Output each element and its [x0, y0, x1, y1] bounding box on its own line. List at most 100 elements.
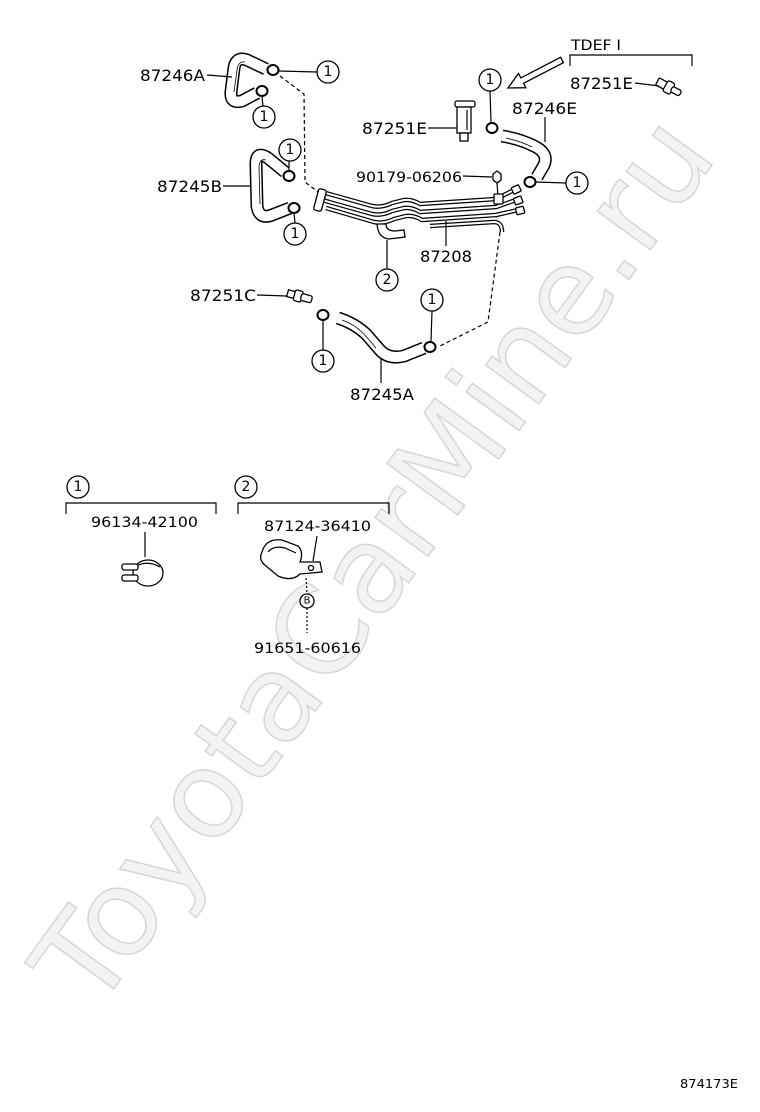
legend-ref-number: 2	[242, 479, 251, 495]
tdef-note: TDEF I	[570, 38, 621, 54]
hose-clamp	[523, 176, 537, 188]
pipe-start-fitting	[313, 188, 327, 212]
pipe-end-fitting	[514, 205, 526, 216]
connector-87251c	[285, 288, 313, 304]
nut-hex	[492, 170, 502, 184]
callout-leader	[278, 70, 318, 73]
legend-group-1: 1 96134-42100	[65, 475, 217, 587]
part-labels: 87246A 87251E 87246E 87251E 87245B 90179…	[140, 66, 633, 404]
pipe-core	[321, 189, 515, 208]
leader-87251e-right	[634, 82, 660, 87]
callout-circle	[565, 171, 589, 195]
hose-highlight	[505, 137, 533, 148]
bolt-leader-upper	[305, 577, 308, 595]
legend-ref-number: 1	[74, 479, 83, 495]
valve-nipple	[459, 132, 469, 142]
legend-bracket	[237, 502, 390, 514]
legend-part-96134-42100[interactable]: 96134-42100	[91, 515, 198, 531]
band-clamp-icon	[121, 559, 164, 587]
label-90179-06206[interactable]: 90179-06206	[356, 170, 462, 186]
hose-clamp	[287, 202, 301, 214]
hose-clamp	[255, 85, 269, 97]
hose-body	[501, 131, 551, 180]
pipe-clamp-bracket	[376, 223, 406, 240]
callout-leader	[430, 310, 433, 342]
hose-clamp	[485, 122, 499, 134]
legend-leader	[312, 535, 318, 562]
callout-leader	[293, 212, 296, 224]
label-87208[interactable]: 87208	[420, 247, 472, 266]
pipe-end-fitting	[510, 184, 522, 195]
hose-highlight	[233, 61, 246, 93]
callout-number: 2	[383, 272, 392, 288]
label-leaders	[206, 74, 660, 383]
band-clamp-body	[132, 559, 164, 587]
callout-circle	[283, 222, 307, 246]
label-87246a[interactable]: 87246A	[140, 66, 205, 85]
leader-87251c	[256, 294, 288, 297]
callout-leader	[261, 96, 264, 107]
pipe-core	[429, 221, 503, 233]
label-87251e-left[interactable]: 87251E	[362, 119, 427, 138]
hose-87246a	[224, 52, 269, 109]
callouts: 1 1 1 1 1 1 1 1	[252, 60, 589, 373]
hose-clamp	[266, 64, 280, 76]
valve-top-flange	[454, 100, 476, 108]
legend-group-2: 2 87124-36410 B 91651-60616	[234, 475, 390, 657]
callout-circle	[311, 349, 335, 373]
strap-clamp-edge	[267, 546, 297, 554]
callout-circle	[420, 288, 444, 312]
hose-highlight	[258, 159, 267, 205]
hose-87245b	[249, 148, 293, 223]
legend-part-87124-36410[interactable]: 87124-36410	[264, 519, 371, 535]
label-87246e[interactable]: 87246E	[512, 99, 577, 118]
hose-clamps	[255, 64, 537, 353]
pipe-core	[321, 199, 517, 216]
valve-87251e-left	[454, 100, 476, 142]
bolt-ref-letter: B	[304, 596, 311, 607]
valve-body	[456, 106, 472, 134]
legend-ref-circle	[234, 475, 258, 499]
hose-clamp	[423, 341, 437, 353]
pipe-end-fitting	[512, 195, 524, 206]
hose-clamp	[282, 170, 296, 182]
watermark-text: ToyotaCarMine.ru	[6, 92, 742, 1032]
connector-87251e-right	[655, 77, 682, 97]
hose-87246e	[500, 129, 552, 181]
callout-1: 1	[278, 138, 302, 162]
callout-number: 1	[286, 142, 295, 158]
callout-1: 1	[311, 349, 335, 373]
strap-clamp-body	[260, 539, 323, 580]
callout-1: 1	[420, 288, 444, 312]
legend-ref-circle	[66, 475, 90, 499]
hose-body	[251, 150, 292, 222]
callout-number: 1	[260, 109, 269, 125]
pipe-assembly-87208	[313, 184, 526, 233]
callout-circle	[252, 105, 276, 129]
callout-circle	[316, 60, 340, 84]
callout-1: 1	[283, 222, 307, 246]
legend-bracket	[65, 502, 217, 514]
hose-body	[336, 313, 426, 363]
callout-number: 1	[324, 64, 333, 80]
legend-part-91651-60616[interactable]: 91651-60616	[254, 641, 361, 657]
label-87245a[interactable]: 87245A	[350, 385, 414, 404]
tdef-bracket	[569, 54, 693, 66]
callout-number: 1	[428, 292, 437, 308]
leader-90179	[462, 175, 493, 178]
strap-clamp-icon	[260, 539, 323, 580]
callout-circle	[375, 268, 399, 292]
callout-1: 1	[316, 60, 340, 84]
hose-87245a	[335, 311, 427, 364]
connector-tip	[670, 86, 682, 97]
routing-dash-upper	[279, 75, 331, 202]
hose-body	[225, 54, 269, 107]
callout-leader	[489, 90, 492, 123]
nut-bracket	[493, 193, 504, 205]
callout-circle	[278, 138, 302, 162]
label-87251e-right[interactable]: 87251E	[570, 74, 633, 93]
label-87251c[interactable]: 87251C	[190, 286, 256, 305]
label-87245b[interactable]: 87245B	[157, 177, 222, 196]
callout-number: 1	[319, 353, 328, 369]
